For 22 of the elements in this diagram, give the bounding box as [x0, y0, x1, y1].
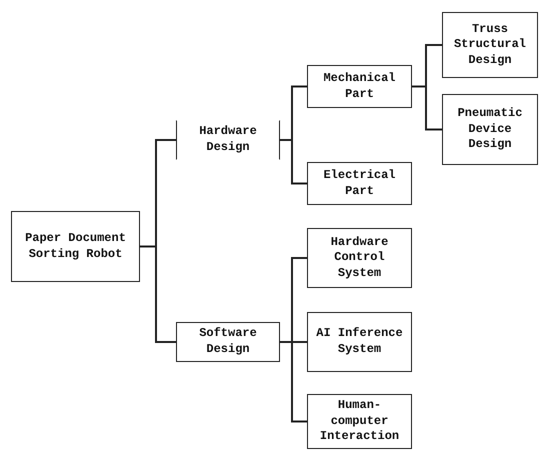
tree-box — [307, 312, 412, 372]
tree-box — [11, 211, 140, 282]
node-label: Hardware Control System — [330, 234, 390, 282]
tree-box — [176, 322, 280, 362]
node-label: Software Design — [198, 326, 258, 358]
tree-box — [307, 394, 412, 449]
node-label: Paper Document Sorting Robot — [24, 230, 127, 262]
tree-box — [307, 162, 412, 205]
connector-line — [412, 86, 442, 130]
tree-box — [442, 12, 538, 78]
node-label: Pneumatic Device Design — [456, 106, 524, 153]
node-label: Electrical Part — [322, 168, 396, 200]
tree-box — [442, 94, 538, 165]
node-label: Mechanical Part — [322, 70, 396, 102]
tree-box — [307, 228, 412, 288]
tree-box — [307, 65, 412, 108]
connector-line — [280, 341, 307, 422]
node-label: Hardware Design — [198, 124, 258, 156]
node-label: Human-computer Interaction — [318, 398, 400, 445]
node-label: Truss Structural Design — [452, 22, 527, 68]
connector-line — [280, 139, 307, 184]
node-label: AI Inference System — [315, 326, 404, 358]
